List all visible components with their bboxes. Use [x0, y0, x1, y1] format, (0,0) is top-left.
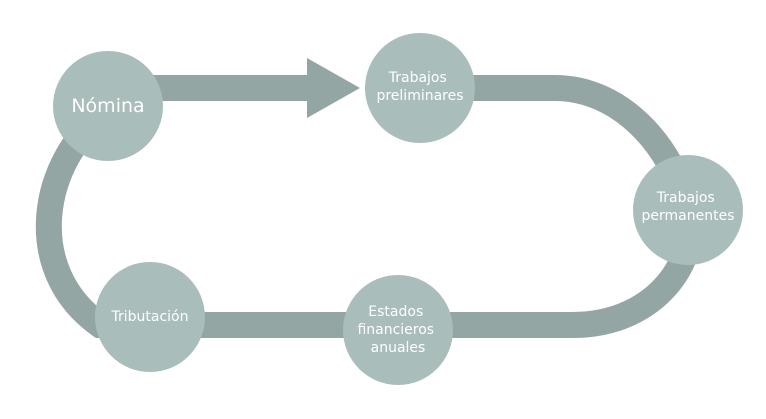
node-label: Tributación — [111, 309, 189, 325]
node-circle — [53, 51, 163, 161]
cycle-track — [35, 75, 704, 338]
arrow-head-icon — [307, 58, 360, 118]
node-circle — [95, 262, 205, 372]
node-label: Trabajos preliminares — [376, 70, 463, 104]
node-tributacion: Tributación — [95, 262, 205, 372]
node-label: Estados financieros anuales — [357, 304, 438, 356]
arrow-shaft — [140, 75, 312, 101]
node-circle — [343, 275, 453, 385]
node-label: Nómina — [71, 95, 144, 117]
node-estados-financieros-anuales: Estados financieros anuales — [343, 275, 453, 385]
node-circle — [365, 33, 475, 143]
node-nomina: Nómina — [53, 51, 163, 161]
node-circle — [633, 155, 743, 265]
node-trabajos-permanentes: Trabajos permanentes — [633, 155, 743, 265]
node-trabajos-preliminares: Trabajos preliminares — [365, 33, 475, 143]
node-label: Trabajos permanentes — [642, 190, 735, 224]
